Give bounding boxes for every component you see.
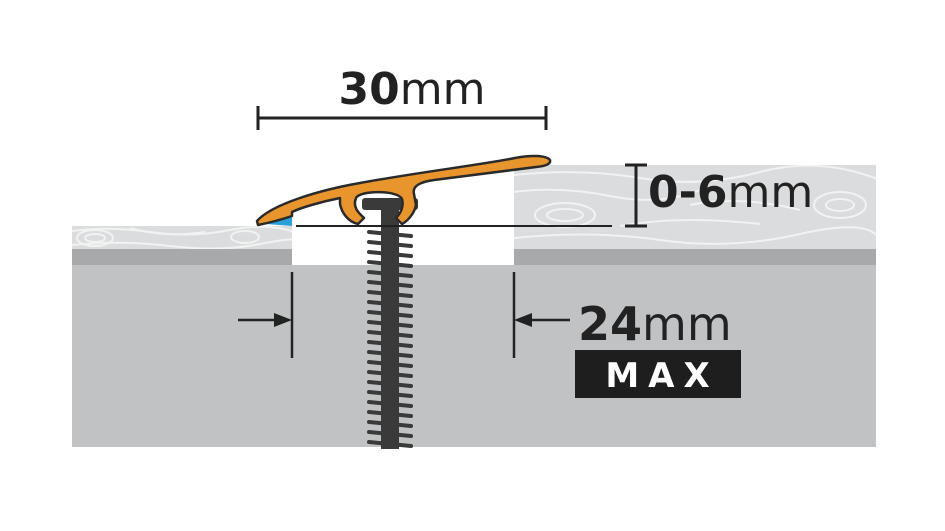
gap-dimension-label: 24mm bbox=[578, 297, 732, 351]
subfloor-slab bbox=[72, 265, 876, 447]
fixing-screw bbox=[362, 198, 418, 449]
width-dimension-value: 30 bbox=[339, 64, 400, 115]
height-dimension-label: 0-6mm bbox=[648, 167, 813, 218]
gap-dimension-line bbox=[238, 272, 570, 358]
right-floor-board bbox=[514, 165, 876, 249]
transition-profile bbox=[255, 154, 552, 227]
width-dimension-label: 30mm bbox=[339, 64, 486, 115]
height-dimension-line bbox=[296, 163, 647, 228]
width-dimension-unit: mm bbox=[400, 64, 486, 115]
gap-dimension-value: 24 bbox=[578, 297, 642, 351]
left-underlay bbox=[72, 249, 292, 265]
gap-dimension-unit: mm bbox=[642, 297, 732, 351]
max-badge-label: MAX bbox=[605, 356, 718, 396]
left-floor-board bbox=[72, 226, 292, 249]
gap-arrow-right-icon bbox=[514, 313, 532, 327]
height-dimension-unit: mm bbox=[728, 167, 814, 218]
height-dimension-value: 0-6 bbox=[648, 167, 728, 218]
gap-arrow-left-icon bbox=[274, 313, 292, 327]
max-badge bbox=[575, 350, 741, 398]
width-dimension-line bbox=[256, 106, 548, 130]
right-underlay bbox=[514, 249, 876, 265]
